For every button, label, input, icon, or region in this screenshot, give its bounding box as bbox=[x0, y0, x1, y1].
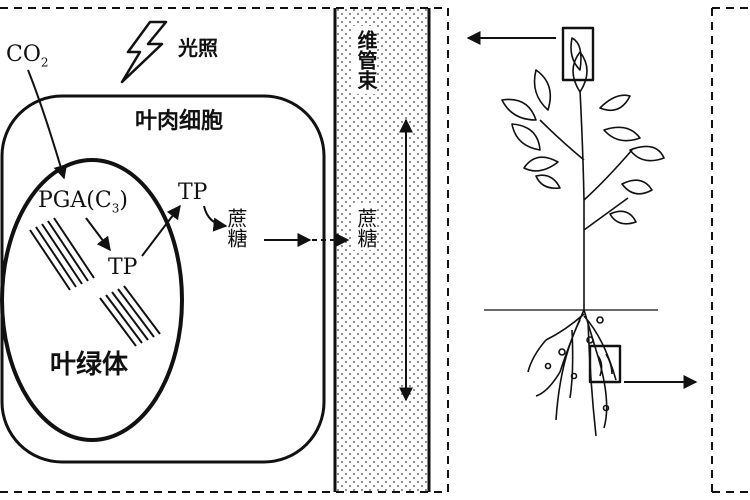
co2-label: CO2 bbox=[6, 42, 49, 70]
vascular-bundle bbox=[333, 8, 431, 492]
mesophyll-cell-label: 叶肉细胞 bbox=[135, 108, 224, 134]
tp-outer-label: TP bbox=[178, 180, 208, 205]
mesophyll-cell-outline bbox=[0, 94, 326, 464]
arrow-pga-to-tp bbox=[85, 217, 111, 252]
vascular-bundle-label: 维管束 bbox=[354, 30, 378, 90]
light-label: 光照 bbox=[178, 36, 218, 60]
chloroplast-outline bbox=[0, 158, 184, 442]
chloroplast-label: 叶绿体 bbox=[50, 350, 129, 380]
tp-inner-label: TP bbox=[108, 255, 138, 280]
arrow-tp-to-tp bbox=[141, 204, 181, 257]
lightning-bolt-icon bbox=[120, 20, 168, 84]
sucrose-bundle-label: 蔗糖 bbox=[354, 208, 378, 248]
plant-illustration bbox=[484, 26, 665, 437]
pga-label: PGA(C3) bbox=[38, 188, 128, 216]
dashed-frame bbox=[0, 7, 750, 493]
thylakoid-grana-icon bbox=[29, 217, 161, 347]
arrow-co2-to-pga bbox=[27, 69, 68, 180]
sucrose-cell-label: 蔗糖 bbox=[224, 208, 248, 248]
arrow-tp-to-sucrose bbox=[203, 205, 228, 232]
